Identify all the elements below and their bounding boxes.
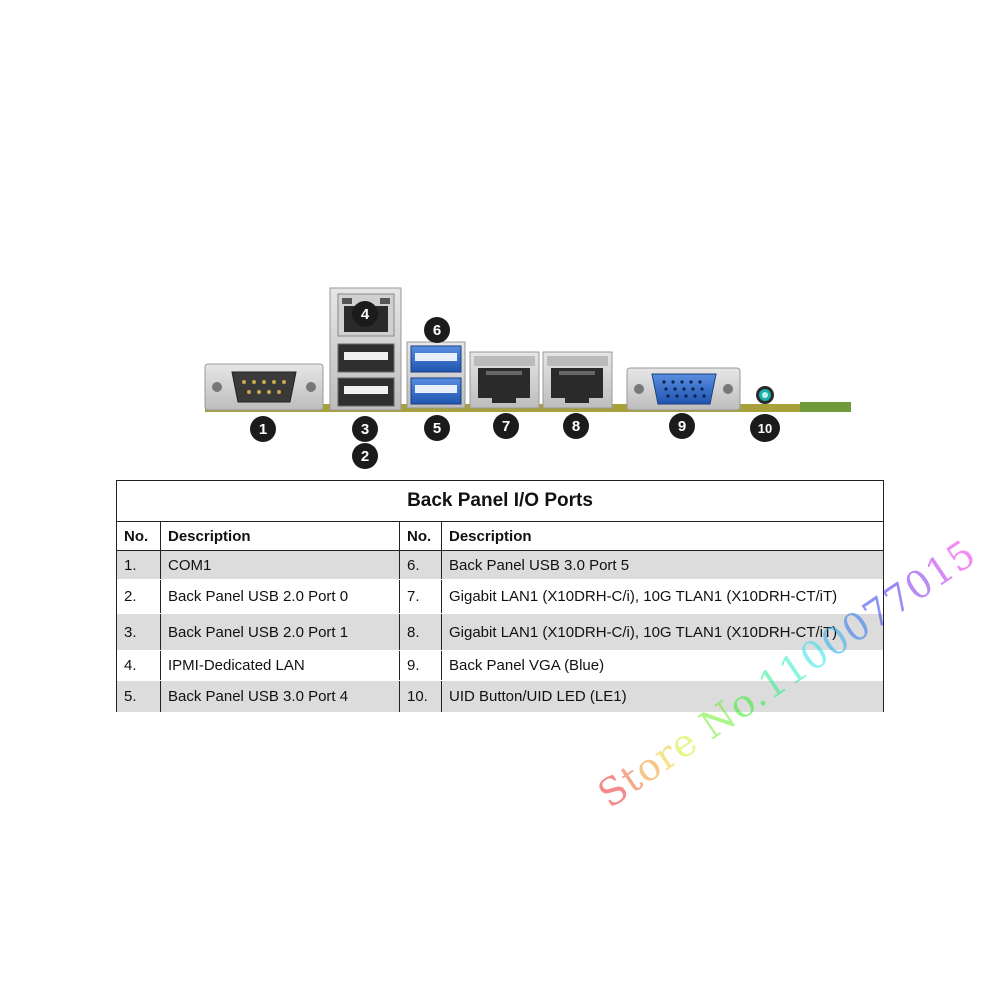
row-no: 5. bbox=[117, 681, 161, 712]
table-row: 2. Back Panel USB 2.0 Port 0 7. Gigabit … bbox=[117, 580, 883, 614]
row-description: Back Panel USB 3.0 Port 5 bbox=[449, 556, 630, 574]
table-row: 1. COM1 6. Back Panel USB 3.0 Port 5 bbox=[117, 551, 883, 580]
table-row: 5. Back Panel USB 3.0 Port 4 10. UID But… bbox=[117, 681, 883, 712]
row-no: 3. bbox=[117, 614, 161, 650]
row-description: Back Panel USB 2.0 Port 0 bbox=[161, 580, 400, 613]
io-ports-table: Back Panel I/O Ports No. Description No.… bbox=[116, 480, 884, 712]
row-no: 2. bbox=[117, 580, 161, 613]
header-no-left: No. bbox=[117, 522, 161, 550]
row-description: Back Panel USB 3.0 Port 4 bbox=[161, 681, 400, 712]
table-row: 3. Back Panel USB 2.0 Port 1 8. Gigabit … bbox=[117, 614, 883, 651]
callout-6: 6 bbox=[424, 317, 450, 343]
back-panel-illustration: 1 3 2 4 6 5 7 8 9 10 bbox=[0, 0, 1000, 480]
row-description: IPMI-Dedicated LAN bbox=[161, 651, 400, 680]
callout-7: 7 bbox=[493, 413, 519, 439]
row-description: UID Button/UID LED (LE1) bbox=[449, 688, 627, 705]
header-no-right: No. bbox=[400, 522, 442, 550]
row-description: Gigabit LAN1 (X10DRH-C/i), 10G TLAN1 (X1… bbox=[449, 588, 838, 605]
row-no: 7. bbox=[400, 580, 442, 613]
lan1-port-graphic bbox=[469, 351, 540, 409]
usb3-stack-graphic bbox=[406, 341, 466, 409]
header-description-right: Description bbox=[449, 527, 532, 545]
vga-port-graphic bbox=[626, 367, 741, 411]
row-no: 9. bbox=[400, 651, 442, 680]
callout-5: 5 bbox=[424, 415, 450, 441]
row-no: 4. bbox=[117, 651, 161, 680]
uid-button-graphic bbox=[756, 386, 774, 404]
table-title: Back Panel I/O Ports bbox=[117, 481, 883, 522]
row-description: Gigabit LAN1 (X10DRH-C/i), 10G TLAN1 (X1… bbox=[449, 623, 838, 641]
header-description-left: Description bbox=[161, 522, 400, 550]
row-description: Back Panel VGA (Blue) bbox=[449, 657, 605, 674]
row-no: 6. bbox=[400, 551, 442, 579]
table-row: 4. IPMI-Dedicated LAN 9. Back Panel VGA … bbox=[117, 651, 883, 681]
callout-8: 8 bbox=[563, 413, 589, 439]
callout-9: 9 bbox=[669, 413, 695, 439]
row-no: 10. bbox=[400, 681, 442, 712]
row-no: 1. bbox=[117, 551, 161, 579]
callout-4: 4 bbox=[352, 301, 378, 327]
row-description: Back Panel USB 2.0 Port 1 bbox=[161, 614, 400, 650]
callout-1: 1 bbox=[250, 416, 276, 442]
back-panel-svg bbox=[204, 287, 851, 412]
row-description: COM1 bbox=[161, 551, 400, 579]
com1-port-graphic bbox=[204, 363, 324, 411]
lan2-port-graphic bbox=[542, 351, 613, 409]
row-no: 8. bbox=[400, 614, 442, 650]
callout-3: 3 bbox=[352, 416, 378, 442]
callout-2: 2 bbox=[352, 443, 378, 469]
callout-10: 10 bbox=[750, 414, 780, 442]
table-header-row: No. Description No. Description bbox=[117, 522, 883, 551]
